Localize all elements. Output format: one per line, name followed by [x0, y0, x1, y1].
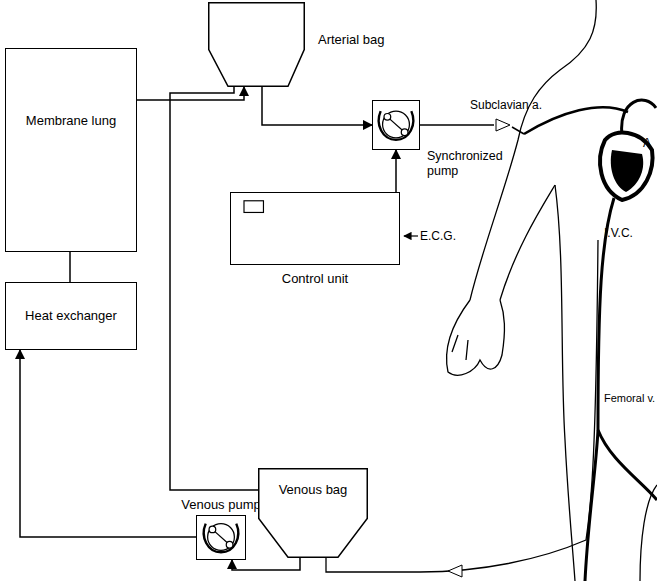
arm-inner — [500, 185, 555, 300]
vessel-label: A — [643, 136, 651, 150]
bag-outline — [208, 2, 305, 87]
hand-outline — [447, 300, 505, 375]
vessel-label: Subclavian a. — [470, 98, 542, 112]
node-label: Control unit — [231, 271, 399, 287]
control-panel — [231, 193, 399, 264]
heart-chamber — [611, 150, 643, 192]
arterial-cannula — [512, 127, 524, 134]
heart — [600, 133, 652, 200]
torso-side — [555, 185, 575, 581]
flow-arrow — [496, 119, 510, 131]
iliac-vein — [598, 430, 657, 500]
arterial-line — [420, 124, 494, 126]
venous-bag: Venous bag — [258, 468, 368, 558]
control-unit: Control unit — [230, 192, 400, 265]
node-label: Membrane lung — [26, 113, 116, 129]
tube-connector — [170, 87, 258, 490]
node-label: Venous pump — [181, 497, 261, 513]
heat-exchanger: Heat exchanger — [5, 282, 137, 350]
bag-outline — [258, 468, 368, 558]
membrane-lung: Membrane lung — [5, 48, 137, 252]
synchronized-pump: Synchronized pump — [372, 100, 420, 150]
tube-connector — [262, 87, 372, 125]
vena-cava — [585, 198, 614, 581]
arterial-bag: Arterial bag — [208, 2, 305, 87]
node-label: Venous bag — [279, 482, 348, 498]
node-label: Heat exchanger — [25, 308, 117, 324]
ecg-signal-arrow — [404, 235, 418, 236]
venous-cannula — [326, 240, 598, 572]
leg-inner — [640, 485, 657, 581]
venous-pump: Venous pump — [196, 515, 246, 560]
signal-label: E.C.G. — [420, 229, 456, 243]
vessel-label: I.V.C. — [604, 226, 633, 240]
tube-connector — [69, 252, 71, 282]
finger-lines — [452, 335, 468, 360]
roller-pump-symbol — [373, 101, 419, 149]
tube-connector — [395, 150, 397, 192]
flow-arrow — [448, 565, 462, 577]
node-label: Synchronized pump — [427, 149, 511, 179]
node-label: Arterial bag — [318, 32, 384, 48]
roller-pump-symbol — [197, 516, 245, 559]
vessel-label: Femoral v. — [604, 392, 655, 405]
aortic-arch — [622, 100, 656, 135]
